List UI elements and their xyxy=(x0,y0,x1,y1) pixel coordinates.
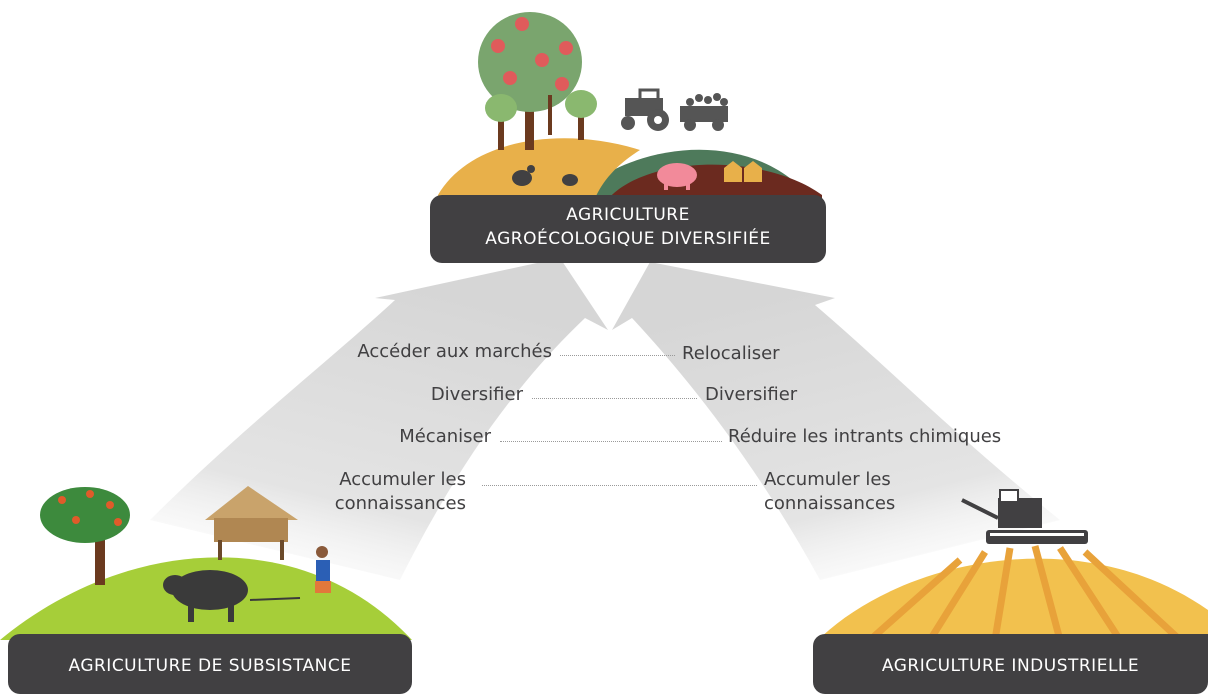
left-step-line2: connaissances xyxy=(334,493,466,514)
industrial-hill xyxy=(818,545,1208,643)
label-subsistence-text: AGRICULTURE DE SUBSISTANCE xyxy=(68,656,352,676)
label-agroecological: AGRICULTURE AGROÉCOLOGIQUE DIVERSIFIÉE xyxy=(430,195,826,263)
label-agroecological-line1: AGRICULTURE xyxy=(566,205,690,225)
right-step-line1: Réduire les intrants chimiques xyxy=(728,426,1002,447)
left-step-line1: Accumuler les xyxy=(339,469,466,490)
right-step: Réduire les intrants chimiques xyxy=(728,425,1001,449)
farmer-icon xyxy=(249,546,331,601)
right-step-line1: Diversifier xyxy=(705,384,798,405)
connector-line xyxy=(560,355,675,356)
left-step-line1: Accéder aux marchés xyxy=(357,341,552,362)
right-step-line1: Accumuler les xyxy=(764,469,891,490)
label-subsistence: AGRICULTURE DE SUBSISTANCE xyxy=(8,634,412,694)
buffalo-icon xyxy=(163,570,248,622)
pig-icon xyxy=(657,163,697,190)
label-industrial-text: AGRICULTURE INDUSTRIELLE xyxy=(881,656,1140,676)
left-step-line1: Diversifier xyxy=(430,384,523,405)
right-step: Diversifier xyxy=(705,383,797,407)
stilt-house-icon xyxy=(205,486,298,560)
apple-tree-icon xyxy=(478,12,597,150)
left-step-line1: Mécaniser xyxy=(399,426,491,447)
tractor-icon xyxy=(621,88,728,131)
chicken-icon xyxy=(512,165,578,186)
beehive-icon xyxy=(724,161,762,182)
connector-line xyxy=(500,441,722,442)
right-step-line2: connaissances xyxy=(764,493,896,514)
right-arrow xyxy=(612,262,1060,580)
connector-line xyxy=(482,485,757,486)
connector-line xyxy=(532,398,697,399)
right-step-line1: Relocaliser xyxy=(682,343,780,364)
label-agroecological-line2: AGROÉCOLOGIQUE DIVERSIFIÉE xyxy=(485,229,771,249)
combine-harvester-icon xyxy=(961,489,1088,544)
right-step: Accumuler les connaissances xyxy=(764,468,895,516)
left-step: Mécaniser xyxy=(399,425,491,449)
left-step: Accumuler les connaissances xyxy=(335,468,466,516)
right-step: Relocaliser xyxy=(682,342,780,366)
label-industrial: AGRICULTURE INDUSTRIELLE xyxy=(813,634,1208,694)
left-step: Accéder aux marchés xyxy=(357,340,552,364)
left-step: Diversifier xyxy=(431,383,523,407)
flowering-tree-icon xyxy=(40,487,130,585)
